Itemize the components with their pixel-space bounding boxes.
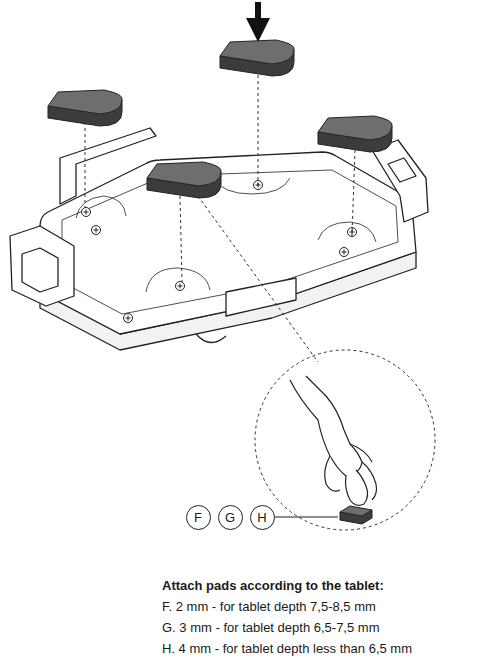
guide-line [85, 122, 86, 208]
guide-line [180, 196, 182, 282]
screw [124, 314, 133, 323]
front-slider [226, 278, 296, 316]
instruction-heading: Attach pads according to the tablet: [162, 578, 384, 594]
back-bracket [60, 128, 156, 204]
screw [340, 248, 349, 257]
callout-letter: F [194, 511, 202, 524]
right-clamp [372, 140, 428, 222]
left-clamp [10, 226, 74, 306]
recess [76, 196, 126, 218]
pad-spec: H. 4 mm - for tablet depth less than 6,5… [162, 641, 412, 657]
pad [147, 162, 221, 198]
clamp-slot [22, 248, 58, 292]
guide-line [352, 150, 355, 236]
screw [92, 226, 101, 235]
callout-circle: F [186, 505, 211, 530]
screw [176, 282, 185, 291]
clamp-slot [388, 158, 416, 182]
callout-letter: G [225, 511, 235, 524]
recess [318, 222, 376, 242]
pad [48, 90, 122, 126]
detail-circle [255, 350, 435, 530]
pad-spec: G. 3 mm - for tablet depth 6,5-7,5 mm [162, 620, 379, 636]
hand [290, 376, 377, 505]
recess [214, 178, 290, 194]
pad [220, 40, 294, 76]
callout-letter: H [257, 511, 266, 524]
push-arrow [255, 2, 261, 30]
pad-spec: F. 2 mm - for tablet depth 7,5-8,5 mm [162, 599, 376, 615]
pad [318, 116, 392, 152]
plate-top [40, 152, 416, 334]
guide-line [258, 75, 259, 190]
guide-line [198, 196, 318, 362]
callout-circle: H [250, 505, 275, 530]
screw [82, 208, 91, 217]
callout-circle: G [218, 505, 243, 530]
leader-line [274, 517, 338, 518]
recess [146, 268, 210, 292]
small-pad [340, 506, 372, 524]
mount-knob [196, 334, 226, 343]
